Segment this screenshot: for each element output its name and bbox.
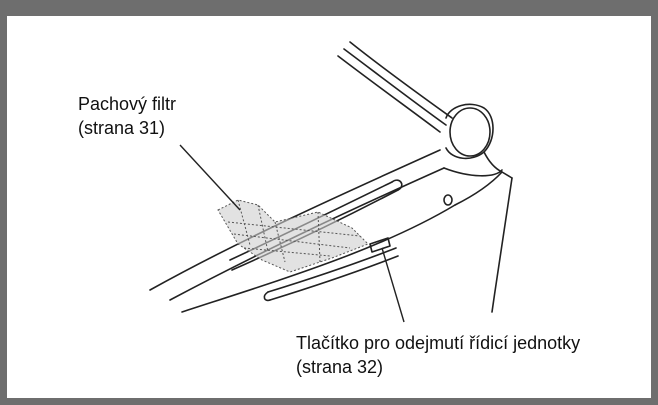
- release-button-title: Tlačítko pro odejmutí řídicí jednotky: [296, 333, 581, 353]
- odor-filter-title: Pachový filtr: [78, 94, 177, 114]
- lid-arm-inner: [337, 55, 441, 133]
- screw-hole: [443, 194, 453, 206]
- leader-odor-filter: [179, 144, 241, 211]
- body-side-upper: [483, 151, 513, 179]
- release-button-ref: (strana 32): [296, 357, 384, 377]
- bottom-slot-end-left: [263, 291, 271, 302]
- hinge-cap: [449, 107, 491, 157]
- body-corner: [454, 171, 503, 206]
- lid-arm-edge: [343, 48, 447, 126]
- odor-filter-ref: (strana 31): [78, 118, 166, 138]
- body-rim: [443, 167, 503, 177]
- release-button: [369, 237, 391, 253]
- callout-release-button: Tlačítko pro odejmutí řídicí jednotky (s…: [296, 331, 580, 379]
- lid-arm-outer: [349, 41, 453, 119]
- lower-edge: [181, 204, 456, 313]
- odor-filter: [217, 199, 369, 273]
- body-top-outer: [149, 149, 441, 291]
- leader-release-button: [381, 247, 405, 323]
- body-side-right: [491, 177, 513, 313]
- filter-slot-end: [391, 179, 403, 191]
- hinge-cylinder: [445, 103, 494, 160]
- callout-odor-filter: Pachový filtr (strana 31): [78, 92, 176, 140]
